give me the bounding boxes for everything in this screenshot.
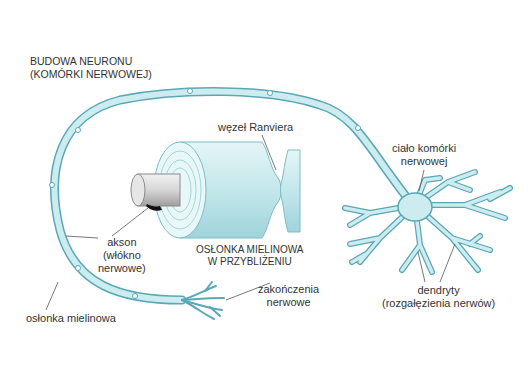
ranvier-nodes — [76, 266, 81, 271]
dendrites — [345, 172, 510, 272]
part-label-line: nerwowe) — [98, 262, 146, 275]
part-label-line: akson — [98, 236, 146, 249]
leader-lines — [418, 252, 425, 282]
cell-body — [398, 193, 432, 221]
part-label: akson (włókno nerwowe) — [98, 236, 146, 275]
leader-lines — [112, 208, 148, 236]
ranvier-nodes — [268, 91, 273, 96]
part-label: ciało komórki nerwowej — [392, 142, 456, 168]
ranvier-nodes — [188, 89, 193, 94]
ranvier-nodes — [50, 183, 55, 188]
diagram-title-line: (KOMÓRKI NERWOWEJ) — [30, 68, 152, 81]
axon-fibre — [55, 92, 405, 300]
leader-lines — [262, 135, 276, 170]
diagram-title: BUDOWA NEURONU (KOMÓRKI NERWOWEJ) — [30, 55, 152, 81]
ranvier-nodes — [76, 128, 81, 133]
part-label-line: (rozgałęzienia nerwów) — [382, 297, 495, 310]
nerve-endings — [182, 300, 214, 319]
leader-lines — [66, 236, 98, 238]
part-label-line: nerwowej — [392, 155, 456, 168]
nerve-endings — [205, 282, 212, 291]
ranvier-nodes — [356, 126, 361, 131]
myelin-inset — [146, 204, 162, 211]
part-label-line: osłonka mielinowa — [26, 312, 116, 325]
leader-lines — [46, 282, 58, 310]
part-label: osłonka mielinowa — [26, 312, 116, 325]
nerve-endings — [182, 300, 222, 310]
inset-caption: OSŁONKA MIELINOWA W PRZYBLIŻENIU — [196, 244, 303, 268]
diagram-title-line: BUDOWA NEURONU — [30, 55, 152, 68]
dendrites — [345, 172, 510, 272]
myelin-inset — [131, 142, 300, 238]
myelin-inset — [131, 174, 145, 206]
part-label-line: zakończenia — [258, 283, 319, 296]
leader-lines — [46, 135, 455, 310]
inset-caption-line: OSŁONKA MIELINOWA — [196, 244, 303, 256]
nerve-endings — [182, 298, 224, 300]
myelin-inset — [281, 150, 301, 232]
part-label: dendryty (rozgałęzienia nerwów) — [382, 284, 495, 310]
part-label: węzeł Ranviera — [218, 121, 293, 134]
ranvier-nodes — [50, 89, 361, 299]
nerve-endings — [182, 282, 224, 319]
inset-caption-line: W PRZYBLIŻENIU — [196, 256, 303, 268]
leader-lines — [440, 244, 455, 282]
axon-fibre — [55, 92, 405, 300]
part-label-line: węzeł Ranviera — [218, 121, 293, 134]
part-label-line: (włókno — [98, 249, 146, 262]
part-label-line: dendryty — [382, 284, 495, 297]
axon-fibre — [55, 92, 405, 300]
dendrites — [345, 172, 510, 272]
cell-body — [398, 193, 432, 221]
part-label: zakończenia nerwowe — [258, 283, 319, 309]
part-label-line: nerwowe — [258, 296, 319, 309]
nerve-endings — [210, 307, 220, 316]
part-label-line: ciało komórki — [392, 142, 456, 155]
leader-lines — [419, 170, 424, 191]
ranvier-nodes — [133, 294, 138, 299]
